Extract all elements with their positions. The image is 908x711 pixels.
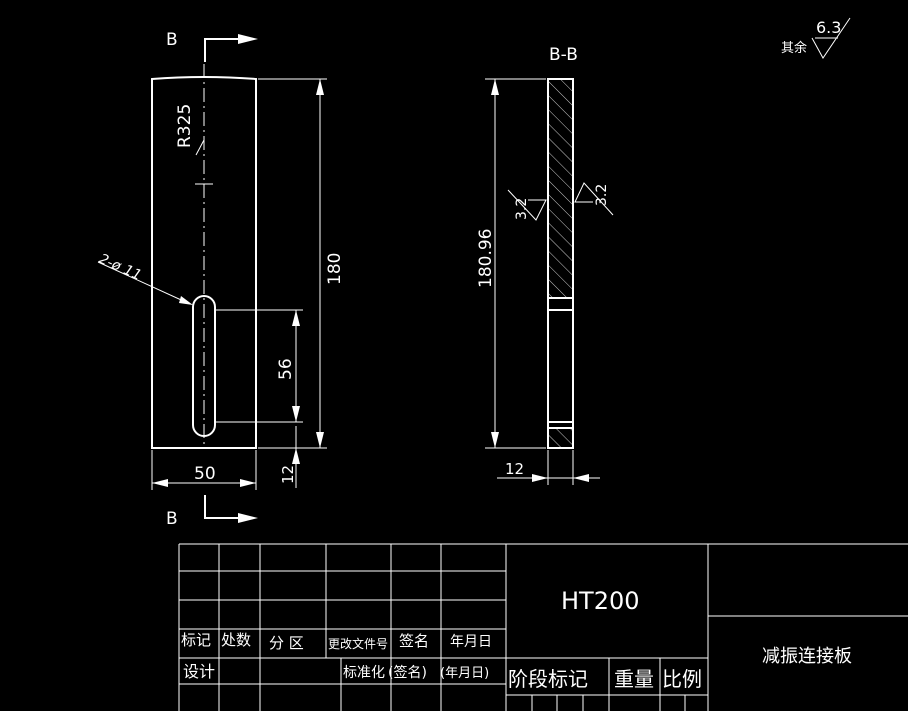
tb-weight: 重量 [614, 667, 654, 691]
section-title: B-B [549, 45, 578, 65]
tb-sign-paren: (签名) [388, 664, 427, 681]
tb-header-sign: 签名 [399, 632, 429, 650]
tb-part-name: 减振连接板 [762, 646, 852, 667]
slot-dim: 56 [276, 358, 296, 380]
section-hatch-upper [549, 79, 573, 298]
width-arrow-right [240, 479, 256, 487]
tb-header-mark: 标记 [181, 631, 211, 649]
front-view-outline [151, 76, 257, 449]
tb-date-paren: (年月日) [440, 666, 489, 681]
section-mark-top: B [166, 30, 178, 50]
tb-material: HT200 [561, 587, 640, 615]
width-arrow-left [152, 479, 168, 487]
section-outline [547, 78, 574, 449]
height-arrow-top [316, 79, 324, 95]
roughness-note: 其余 6.3 [781, 17, 851, 59]
section-hatch-lower [549, 428, 573, 448]
radius-leader [195, 139, 205, 156]
offset-dim: 12 [279, 465, 297, 484]
roughness-left-symbol [507, 189, 547, 221]
radius-dim: R325 [175, 104, 195, 148]
section-height-dim: 180.96 [476, 229, 496, 288]
section-view: B-B 180.96 12 3.2 3.2 [476, 45, 614, 485]
section-thk-arrow-right [573, 474, 589, 482]
section-marker-top [204, 38, 240, 62]
section-thk-dim: 12 [505, 460, 524, 478]
hole-leader [97, 261, 191, 305]
tb-stage-mark: 阶段标记 [508, 667, 588, 691]
slot-arrow-bottom [292, 406, 300, 422]
slot-arrow-top [292, 310, 300, 326]
roughness-note-prefix: 其余 [781, 40, 807, 56]
height-arrow-bottom [316, 432, 324, 448]
roughness-note-symbol [811, 17, 851, 59]
tb-scale: 比例 [662, 667, 702, 691]
width-dim: 50 [194, 464, 216, 484]
hole-dim: 2-ø 11 [96, 251, 143, 284]
section-height-arrow-bottom [491, 432, 499, 448]
offset-arrow [292, 448, 300, 464]
tb-header-date: 年月日 [450, 634, 492, 650]
slot [192, 295, 216, 437]
tb-header-count: 处数 [221, 631, 251, 649]
roughness-note-value: 6.3 [816, 18, 841, 37]
hole-leader-arrow [179, 296, 193, 305]
roughness-left: 3.2 [514, 198, 530, 220]
tb-standard: 标准化 [343, 665, 385, 681]
tb-design: 设计 [183, 662, 215, 681]
roughness-right-symbol [574, 182, 614, 216]
section-marker-bottom [204, 495, 240, 519]
section-mark-bottom: B [166, 509, 178, 529]
tb-header-doc: 更改文件号 [328, 636, 388, 651]
front-view: R325 2-ø 11 180 56 12 50 B [96, 30, 345, 529]
tb-header-zone: 分 区 [269, 634, 304, 652]
roughness-right: 3.2 [594, 184, 610, 206]
section-height-arrow-top [491, 79, 499, 95]
title-block: 标记 处数 分 区 更改文件号 签名 年月日 设计 标准化 (签名) (年月日)… [178, 543, 908, 711]
section-marker-top-arrow [238, 34, 258, 44]
height-dim: 180 [325, 253, 345, 285]
section-thk-arrow-left [532, 474, 548, 482]
section-marker-bottom-arrow [238, 513, 258, 523]
